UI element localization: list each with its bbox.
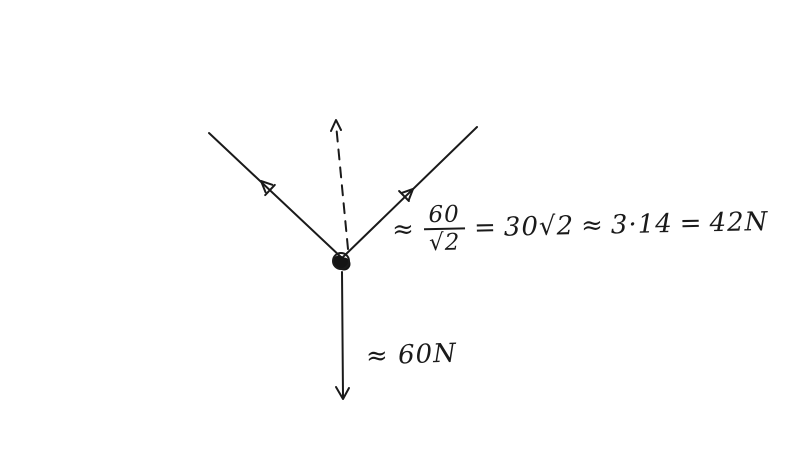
result-42N: 42N (709, 207, 769, 239)
fraction-numerator: 60 (423, 202, 466, 231)
left-tension-arrowhead-icon (260, 180, 274, 194)
expression-30-sqrt2: 30√2 (503, 211, 575, 243)
expression-3-times-14: 3·14 (610, 209, 674, 241)
right-rope-line (341, 126, 478, 259)
knot-scribble-outline (332, 252, 350, 270)
dashed-vertical-line (335, 123, 349, 250)
fraction-denominator: √2 (428, 229, 461, 257)
weight-label-text: ≈ 60N (365, 338, 458, 372)
left-rope-line (208, 132, 343, 259)
right-tension-arrowhead-icon (400, 188, 414, 202)
fraction-60-over-sqrt2: 60 √2 (423, 202, 466, 257)
weight-label: ≈ 60N (366, 338, 458, 371)
equals-symbol: = (473, 212, 498, 244)
approx-symbol-2: ≈ (580, 210, 605, 242)
tension-calculation-label: ≈ 60 √2 = 30√2 ≈ 3·14 = 42N (391, 196, 769, 257)
approx-symbol: ≈ (391, 214, 416, 246)
downward-force-arrow-shaft (341, 271, 344, 397)
equals-symbol-2: = (679, 208, 703, 240)
dashed-line-arrowhead-icon (330, 119, 342, 132)
left-rope-tick-mark (264, 183, 276, 197)
right-rope-tick-mark (398, 190, 410, 202)
downward-force-arrowhead-icon (335, 386, 350, 400)
